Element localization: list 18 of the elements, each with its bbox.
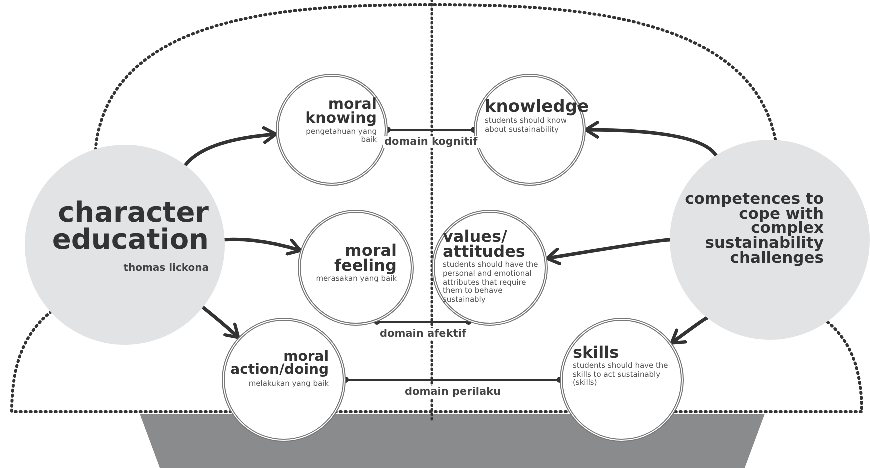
concept-description: thomas lickona <box>122 263 209 275</box>
edge-label: domain kognitif <box>382 136 480 148</box>
curved-arrow <box>201 306 240 340</box>
curved-arrow <box>670 316 710 345</box>
concept-title: character education <box>51 200 209 254</box>
edge-label: domain afektif <box>378 328 468 340</box>
curved-arrow <box>584 121 718 158</box>
concept-title: moral action/doing <box>230 351 329 378</box>
curved-arrow <box>223 238 302 256</box>
curved-arrow <box>184 126 278 168</box>
concept-title: skills <box>573 345 620 360</box>
curved-arrow <box>545 238 672 266</box>
concept-title: moral feeling <box>334 243 397 274</box>
concept-title: competences to cope with complex sustainability challenges <box>684 192 824 266</box>
concept-title: values/ attitudes <box>443 229 526 260</box>
concept-title: moral knowing <box>304 97 377 126</box>
edge-label: domain perilaku <box>403 386 504 398</box>
connector-line <box>374 319 472 325</box>
